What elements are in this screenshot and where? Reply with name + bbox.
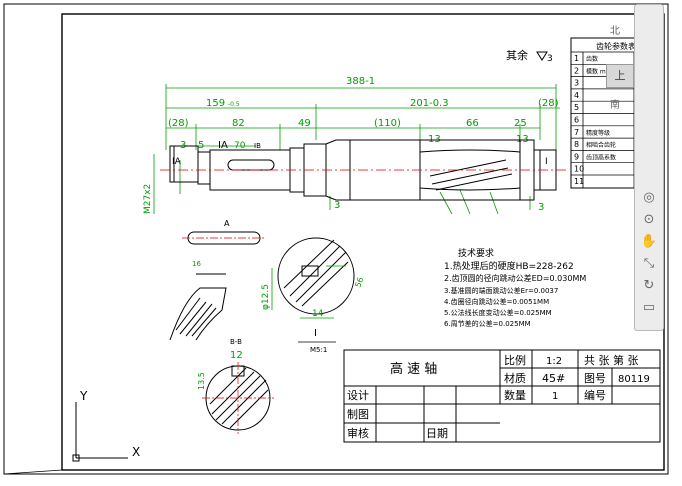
param-row-name: 齿顶高系数	[586, 153, 616, 161]
svg-text:3: 3	[547, 54, 553, 64]
param-row-number: 10	[574, 165, 584, 174]
svg-text:3.基准圆的端面跳动公差Er=0.0037: 3.基准圆的端面跳动公差Er=0.0037	[444, 286, 558, 295]
param-row-number: 3	[574, 79, 579, 88]
svg-text:IA: IA	[172, 157, 182, 167]
svg-text:70: 70	[234, 141, 246, 151]
svg-text:设计: 设计	[347, 389, 369, 402]
svg-text:日期: 日期	[426, 427, 448, 440]
viewcube-north-label: 北	[610, 26, 620, 37]
param-row-number: 4	[574, 91, 579, 100]
broken-out-view	[169, 273, 227, 341]
svg-text:45#: 45#	[542, 372, 565, 385]
technical-requirements: 技术要求 1.热处理后的硬度HB=228-262 2.齿顶圆的径向跳动公差ED=…	[444, 247, 586, 328]
svg-text:X: X	[132, 445, 140, 459]
roughness-symbol-icon	[536, 51, 548, 61]
globe-icon[interactable]: ◎	[643, 190, 655, 205]
svg-text:25: 25	[514, 118, 527, 129]
svg-text:1.热处理后的硬度HB=228-262: 1.热处理后的硬度HB=228-262	[444, 260, 574, 272]
svg-text:IA: IA	[218, 140, 228, 151]
zoom-icon[interactable]: ⤡	[643, 256, 655, 271]
svg-text:材质: 材质	[504, 371, 526, 385]
param-row-number: 8	[574, 140, 579, 149]
svg-text:共 张 第 张: 共 张 第 张	[584, 353, 639, 367]
param-row-name: 精度等级	[586, 129, 610, 137]
svg-text:82: 82	[232, 118, 245, 129]
svg-text:16: 16	[192, 260, 201, 268]
svg-text:388-1: 388-1	[346, 76, 375, 87]
viewcube-top-face[interactable]: 上	[606, 64, 634, 88]
viewcube-south-label: 南	[610, 100, 620, 111]
detail-view-I	[277, 237, 355, 315]
svg-text:φ12.5: φ12.5	[261, 284, 271, 310]
part-name: 高 速 轴	[390, 361, 437, 377]
drawing-frame	[61, 13, 665, 471]
param-row-name: 齿数	[586, 55, 598, 63]
svg-text:14: 14	[312, 309, 324, 319]
svg-text:6.周节差的公差=0.025MM: 6.周节差的公差=0.025MM	[444, 319, 531, 328]
svg-text:49: 49	[298, 118, 311, 129]
svg-text:4.齿圈径向跳动公差=0.0051MM: 4.齿圈径向跳动公差=0.0051MM	[444, 297, 549, 306]
svg-text:审核: 审核	[347, 426, 369, 440]
svg-text:201-0.3: 201-0.3	[410, 98, 449, 109]
navigation-bar[interactable]: ◎ ⊙ ✋ ⤡ ↻ ▭	[634, 4, 664, 331]
svg-text:80119: 80119	[618, 374, 650, 385]
svg-text:13.5: 13.5	[197, 372, 206, 390]
showmotion-icon[interactable]: ▭	[642, 300, 656, 315]
svg-text:1: 1	[552, 391, 558, 402]
svg-text:IB: IB	[254, 142, 261, 150]
svg-text:齿轮参数表: 齿轮参数表	[596, 41, 636, 51]
svg-text:56: 56	[353, 276, 365, 289]
steering-wheel-icon[interactable]: ⊙	[643, 212, 655, 227]
param-row-number: 9	[574, 152, 579, 161]
svg-text:12: 12	[230, 350, 243, 361]
svg-text:66: 66	[466, 118, 479, 129]
svg-text:比例: 比例	[504, 353, 526, 367]
surface-note: 其余	[506, 48, 528, 62]
title-block	[343, 349, 661, 443]
svg-text:Ⅰ: Ⅰ	[545, 157, 548, 167]
pan-hand-icon[interactable]: ✋	[640, 234, 658, 249]
param-row-number: 1	[574, 54, 579, 63]
svg-text:5: 5	[198, 140, 204, 151]
svg-text:5.公法线长度变动公差=0.025MM: 5.公法线长度变动公差=0.025MM	[444, 308, 552, 317]
svg-text:(28): (28)	[168, 118, 189, 129]
svg-text:2.齿顶圆的径向跳动公差ED=0.030MM: 2.齿顶圆的径向跳动公差ED=0.030MM	[444, 273, 586, 283]
param-row-number: 2	[574, 66, 579, 75]
svg-text:(28): (28)	[538, 98, 559, 109]
orbit-icon[interactable]: ↻	[643, 278, 655, 293]
svg-text:-0.5: -0.5	[228, 101, 240, 108]
svg-text:1:2: 1:2	[546, 356, 562, 367]
svg-text:编号: 编号	[584, 388, 606, 402]
svg-text:制图: 制图	[347, 408, 369, 421]
svg-text:图号: 图号	[584, 372, 606, 385]
svg-text:159: 159	[206, 98, 225, 109]
param-row-name: 相啮合齿轮	[586, 141, 616, 149]
svg-text:I: I	[314, 328, 317, 339]
param-row-number: 5	[574, 103, 579, 112]
svg-text:(110): (110)	[374, 118, 401, 129]
svg-text:M5:1: M5:1	[310, 346, 327, 354]
viewcube[interactable]: 北 上 南	[604, 22, 636, 111]
svg-text:M27x2: M27x2	[143, 184, 153, 214]
svg-text:3: 3	[538, 202, 544, 213]
svg-text:Y: Y	[79, 389, 88, 403]
param-row-number: 11	[574, 177, 584, 186]
ucs-icon	[72, 402, 128, 462]
svg-text:B-B: B-B	[230, 338, 242, 346]
param-row-number: 6	[574, 116, 579, 125]
param-row-name: 模数 mm	[586, 67, 612, 75]
svg-text:数量: 数量	[504, 389, 526, 402]
dimension-lines	[153, 84, 560, 215]
outer-paper-border	[3, 3, 669, 475]
svg-text:技术要求: 技术要求	[458, 247, 494, 259]
svg-text:3: 3	[334, 200, 340, 211]
param-row-number: 7	[574, 128, 579, 137]
svg-text:A: A	[224, 219, 230, 228]
